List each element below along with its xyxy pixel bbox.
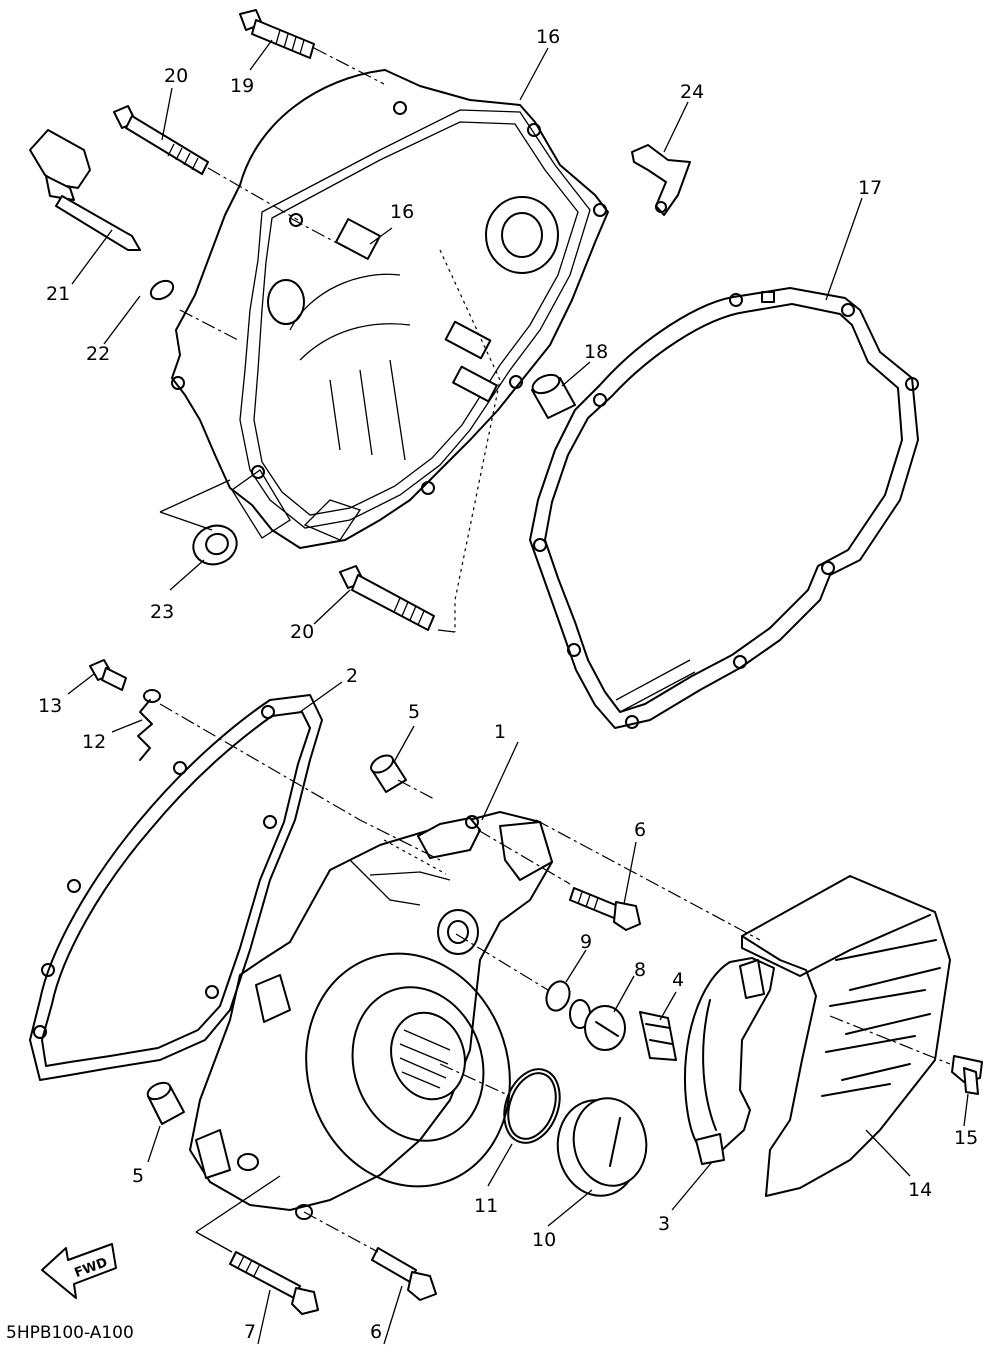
bolt-part-6-lower: [371, 1247, 437, 1301]
callout-labels: 1 2 3 4 5 5 6 6 7 8 9 10 11 12 13 14 15 …: [38, 26, 978, 1343]
diagram-code: 5HPB100-A100: [6, 1323, 134, 1343]
callout-5-lower: 5: [132, 1165, 144, 1187]
callout-13: 13: [38, 695, 62, 717]
gasket-part-2: [29, 694, 323, 1081]
callout-20-lower: 20: [290, 621, 314, 643]
callout-9: 9: [580, 931, 592, 953]
bracket-part-24: [631, 144, 691, 216]
cover-part-14: [741, 875, 951, 1197]
gasket-part-17: [529, 287, 919, 729]
callout-5-upper: 5: [408, 701, 420, 723]
callout-18: 18: [584, 341, 608, 363]
bolt-part-15: [951, 1055, 983, 1095]
callout-4: 4: [672, 969, 684, 991]
callout-24: 24: [680, 81, 704, 103]
o-ring-part-11: [503, 1068, 561, 1144]
dipstick-part-21: [29, 129, 175, 301]
callout-16-top: 16: [536, 26, 560, 48]
callout-8: 8: [634, 959, 646, 981]
callout-3: 3: [658, 1213, 670, 1235]
callout-6-upper: 6: [634, 819, 646, 841]
guide-part-3: [684, 957, 775, 1165]
callout-20-upper: 20: [164, 65, 188, 87]
callout-14: 14: [908, 1179, 932, 1201]
upper-alignment-lines: [159, 47, 501, 633]
bolt-part-6-upper: [569, 887, 641, 931]
oil-seal-part-23: [192, 524, 238, 566]
forward-direction-arrow: FWD: [41, 1243, 117, 1299]
plug-part-8: [569, 999, 626, 1051]
callout-21: 21: [46, 283, 70, 305]
callout-23: 23: [150, 601, 174, 623]
o-ring-part-9: [545, 980, 571, 1012]
dowel-pin-part-18: [531, 373, 576, 419]
dowel-part-5-upper: [370, 754, 407, 793]
bolt-part-19: [239, 9, 315, 59]
crankcase-cover-part-16: [171, 69, 609, 549]
bolt-part-13: [89, 659, 127, 691]
cap-part-10: [556, 1097, 648, 1197]
bolt-part-20-upper: [113, 105, 209, 175]
callout-11: 11: [474, 1195, 498, 1217]
clip-part-12: [137, 689, 161, 761]
callout-7: 7: [244, 1321, 256, 1343]
callout-16-inner: 16: [390, 201, 414, 223]
generator-cover-part-1: [189, 811, 553, 1220]
bolt-part-7: [229, 1251, 319, 1315]
callout-22: 22: [86, 343, 110, 365]
clip-part-4: [639, 1011, 677, 1061]
callout-1: 1: [494, 721, 506, 743]
callout-2: 2: [346, 665, 358, 687]
callout-17: 17: [858, 177, 882, 199]
callout-19: 19: [230, 75, 254, 97]
lower-alignment-lines: [159, 703, 951, 1253]
dowel-part-5-lower: [146, 1081, 185, 1125]
callout-15: 15: [954, 1127, 978, 1149]
callout-12: 12: [82, 731, 106, 753]
bolt-part-20-lower: [339, 565, 435, 631]
callout-6-lower: 6: [370, 1321, 382, 1343]
leader-lines: [67, 39, 969, 1345]
callout-10: 10: [532, 1229, 556, 1251]
